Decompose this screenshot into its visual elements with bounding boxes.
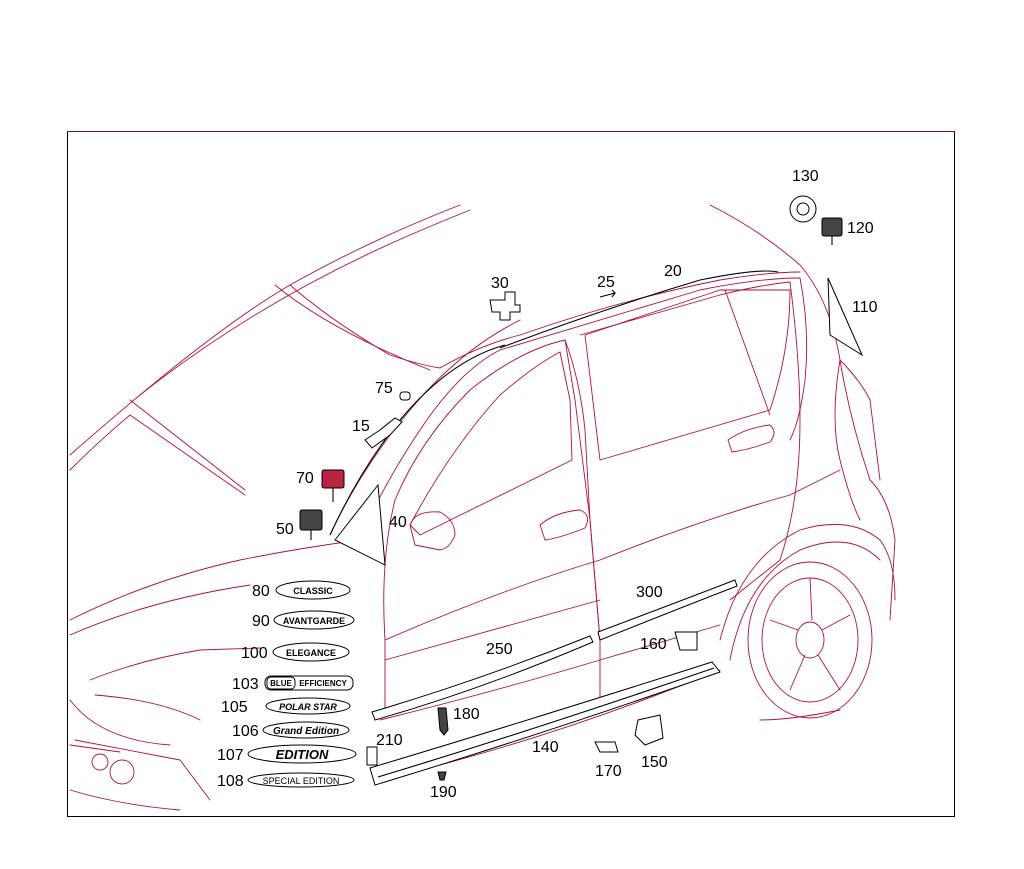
callout-50: 50 — [276, 521, 294, 538]
badge-edition[interactable] — [247, 744, 357, 764]
badge-edition-label: EDITION — [276, 747, 329, 762]
callouts: 130 120 110 30 25 20 75 15 70 50 40 80 9… — [217, 168, 878, 801]
parts — [299, 195, 864, 786]
clip-180[interactable] — [437, 707, 449, 736]
callout-100: 100 — [241, 645, 268, 662]
bracket-210[interactable] — [366, 746, 378, 766]
plug-75[interactable] — [399, 391, 411, 401]
callout-190: 190 — [430, 784, 457, 801]
pillar-trim[interactable] — [329, 344, 506, 536]
badge-blue-label: BLUE — [270, 679, 292, 688]
callout-110: 110 — [852, 299, 878, 316]
callout-180: 180 — [453, 706, 480, 723]
badge-avantgarde-label: AVANTGARDE — [283, 616, 345, 626]
callout-170: 170 — [595, 763, 622, 780]
callout-15: 15 — [352, 418, 370, 435]
badge-grand-edition[interactable] — [262, 721, 350, 739]
callout-130: 130 — [792, 168, 819, 185]
diagram-frame — [67, 131, 955, 817]
callout-140: 140 — [532, 739, 559, 756]
badge-classic-label: CLASSIC — [293, 586, 333, 596]
callout-103: 103 — [232, 676, 259, 693]
badge-efficiency-label: EFFICIENCY — [299, 679, 347, 688]
badge-special-edition[interactable] — [247, 772, 355, 788]
callout-108: 108 — [217, 773, 244, 790]
door-molding-250[interactable] — [371, 635, 594, 721]
corner-window-40[interactable] — [334, 483, 386, 566]
callout-120: 120 — [847, 220, 874, 237]
badge-grand-edition-label: Grand Edition — [273, 726, 339, 737]
badges: CLASSIC AVANTGARDE ELEGANCE BLUE EFFICIE… — [247, 580, 357, 788]
callout-70: 70 — [296, 470, 314, 487]
clip-25[interactable] — [599, 289, 617, 298]
callout-25: 25 — [597, 274, 615, 291]
callout-20: 20 — [664, 263, 682, 280]
callout-300: 300 — [636, 584, 663, 601]
callout-40: 40 — [389, 514, 407, 531]
clip-strip-15[interactable] — [364, 417, 403, 449]
rivet-190[interactable] — [437, 771, 447, 781]
badge-special-edition-label: SPECIAL EDITION — [263, 776, 340, 786]
badge-classic[interactable] — [275, 580, 351, 600]
badge-elegance[interactable] — [272, 642, 350, 662]
callout-106: 106 — [232, 723, 259, 740]
callout-150: 150 — [641, 754, 668, 771]
badge-blue-box — [266, 676, 296, 690]
roof-molding-20[interactable] — [499, 270, 779, 349]
callout-75: 75 — [375, 380, 393, 397]
callout-210: 210 — [376, 732, 403, 749]
callout-30: 30 — [491, 275, 509, 292]
sill-panel-140[interactable] — [369, 661, 721, 786]
badge-polar-star-label: POLAR STAR — [279, 702, 337, 712]
badge-polar-star[interactable] — [265, 697, 351, 715]
callout-90: 90 — [252, 613, 270, 630]
door-molding-300[interactable] — [597, 579, 738, 641]
rear-window-110[interactable] — [827, 277, 864, 357]
badge-elegance-label: ELEGANCE — [286, 648, 336, 658]
bracket-160[interactable] — [674, 631, 698, 651]
cap-50[interactable] — [299, 509, 323, 531]
car-outline — [69, 204, 896, 811]
callout-105: 105 — [221, 699, 248, 716]
bracket-30[interactable] — [489, 291, 521, 321]
callout-250: 250 — [486, 641, 513, 658]
bracket-150[interactable] — [634, 714, 664, 746]
badge-avantgarde[interactable] — [273, 610, 355, 630]
cap-70[interactable] — [321, 469, 345, 489]
callout-80: 80 — [252, 583, 270, 600]
cap-120[interactable] — [821, 217, 843, 237]
callout-107: 107 — [217, 747, 244, 764]
callout-160: 160 — [640, 636, 667, 653]
clip-170[interactable] — [594, 741, 619, 753]
